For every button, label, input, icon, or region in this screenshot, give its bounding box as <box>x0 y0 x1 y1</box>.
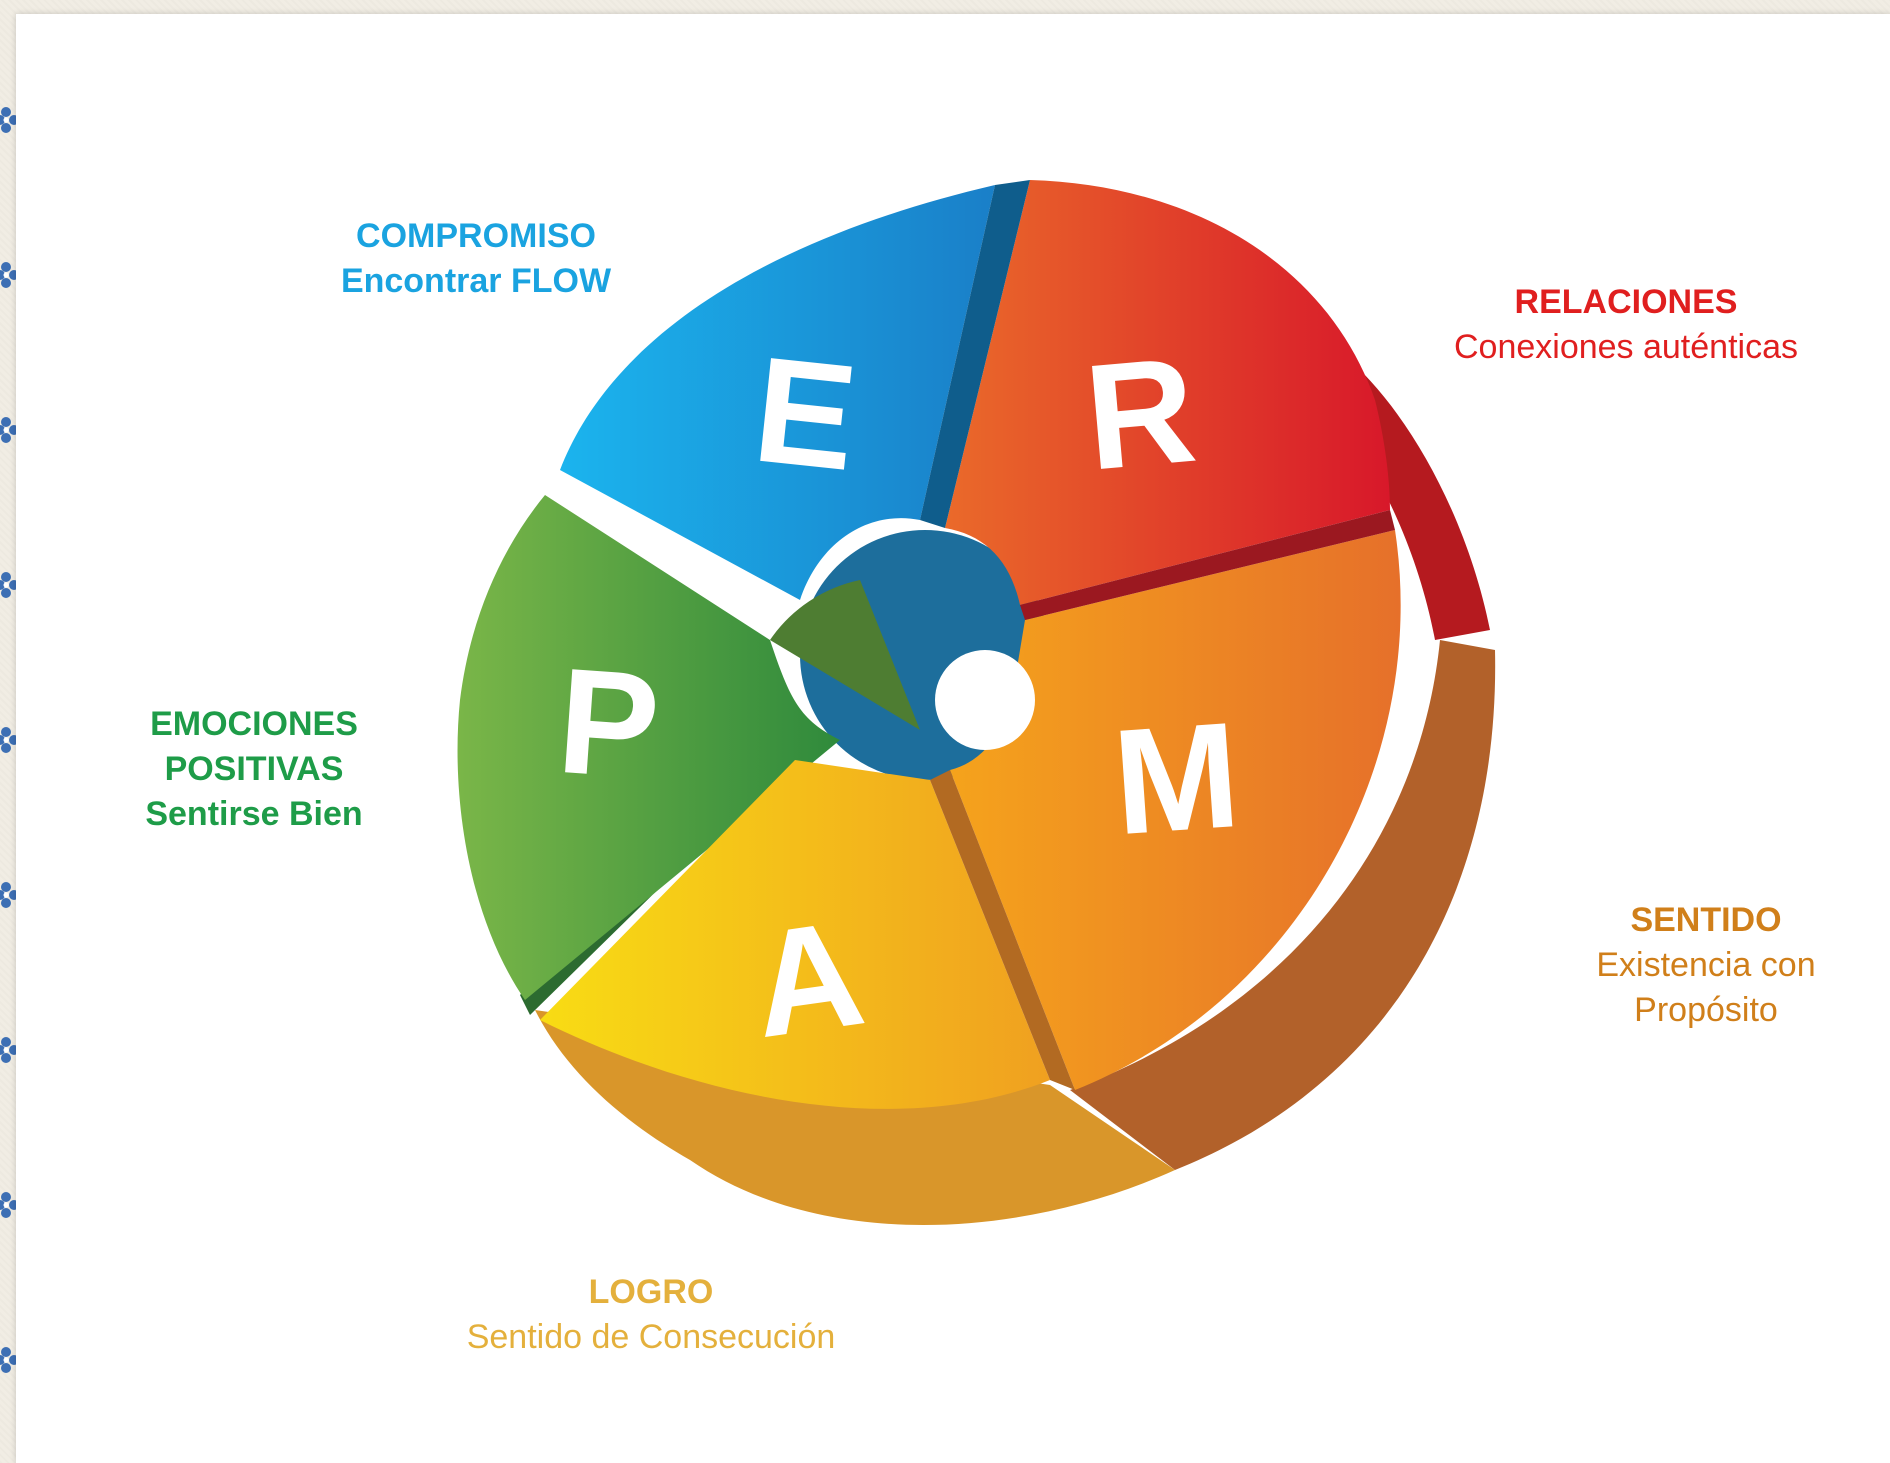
segment-e <box>560 185 995 600</box>
flower-icon <box>0 417 18 443</box>
segment-r-letter: R <box>1079 325 1202 502</box>
slide-canvas: P E R M A COMPROMISO Encontrar FLOW RELA… <box>16 14 1890 1463</box>
flower-icon <box>0 107 18 133</box>
hub-p-part <box>770 580 920 730</box>
divider-r-m <box>1020 510 1395 620</box>
center-notch <box>935 650 1035 750</box>
label-sentido-subtitle-line2: Propósito <box>1634 991 1778 1029</box>
flower-icon <box>0 572 18 598</box>
segment-a-letter: A <box>742 888 873 1069</box>
label-sentido: SENTIDO Existencia con Propósito <box>1556 898 1856 1033</box>
flower-icon <box>0 1037 18 1063</box>
flower-icon <box>0 727 18 753</box>
flower-icon <box>0 882 18 908</box>
label-sentido-subtitle-line1: Existencia con <box>1596 946 1816 984</box>
label-compromiso-title: COMPROMISO <box>356 217 596 255</box>
flower-icon <box>0 262 18 288</box>
flower-icon <box>0 1347 18 1373</box>
label-compromiso-subtitle: Encontrar FLOW <box>340 262 612 300</box>
label-emociones-title-line1: EMOCIONES <box>150 705 358 743</box>
segment-p-letter: P <box>553 636 665 811</box>
perma-wheel: P E R M A <box>457 180 1496 1225</box>
label-relaciones: RELACIONES Conexiones auténticas <box>1406 280 1846 370</box>
label-logro: LOGRO Sentido de Consecución <box>416 1270 886 1360</box>
label-emociones-subtitle: Sentirse Bien <box>145 795 363 833</box>
label-relaciones-title: RELACIONES <box>1514 283 1738 321</box>
divider-e-r <box>920 180 1030 528</box>
divider-m-a <box>930 770 1075 1090</box>
segment-m <box>950 530 1401 1090</box>
segment-m-side <box>1070 640 1496 1170</box>
segment-r <box>945 180 1390 605</box>
label-emociones-title-line2: POSITIVAS <box>164 750 344 788</box>
label-logro-title: LOGRO <box>588 1273 714 1311</box>
label-compromiso: COMPROMISO Encontrar FLOW <box>276 214 676 304</box>
label-emociones-positivas: EMOCIONES POSITIVAS Sentirse Bien <box>104 702 404 837</box>
label-sentido-title: SENTIDO <box>1630 901 1782 939</box>
segment-p <box>457 495 840 1000</box>
label-logro-subtitle: Sentido de Consecución <box>466 1318 836 1356</box>
segment-a <box>540 760 1050 1109</box>
flower-icon <box>0 1192 18 1218</box>
segment-e-letter: E <box>747 325 864 503</box>
label-relaciones-subtitle: Conexiones auténticas <box>1453 328 1798 366</box>
segment-m-letter: M <box>1108 690 1244 866</box>
